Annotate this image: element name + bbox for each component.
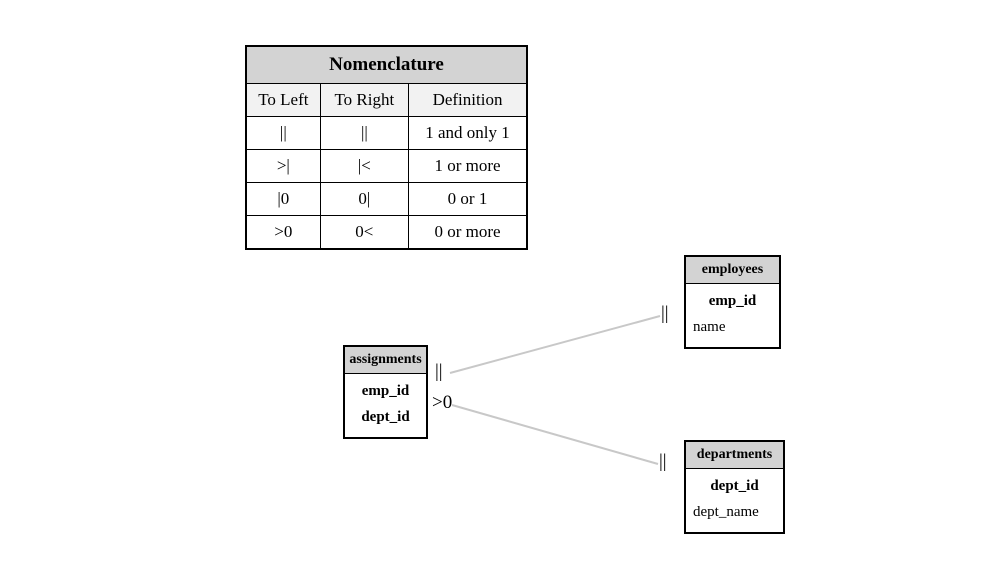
nomenclature-title-row: Nomenclature	[245, 45, 528, 84]
nomenclature-header-row: To Left To Right Definition	[245, 83, 528, 117]
cell-to-right: |<	[319, 149, 410, 183]
column-header-to-left: To Left	[245, 83, 321, 117]
entity-box-departments[interactable]: departments dept_id dept_name	[684, 440, 785, 534]
cell-to-left: >|	[245, 149, 321, 183]
cell-to-left: ||	[245, 116, 321, 150]
attribute-emp-id: emp_id	[708, 293, 757, 309]
attribute-name: name	[693, 319, 726, 335]
cell-definition: 0 or 1	[408, 182, 528, 216]
cardinality-marker-employees-end: ||	[661, 303, 669, 324]
table-row: >0 0< 0 or more	[245, 215, 528, 250]
entity-title-assignments: assignments	[345, 347, 426, 374]
cell-to-right: ||	[319, 116, 410, 150]
entity-attributes-employees: emp_id name	[686, 284, 779, 347]
cell-to-left: |0	[245, 182, 321, 216]
entity-title-employees: employees	[686, 257, 779, 284]
column-header-definition: Definition	[408, 83, 528, 117]
cell-to-right: 0<	[319, 215, 410, 250]
entity-title-departments: departments	[686, 442, 783, 469]
column-header-to-right: To Right	[319, 83, 410, 117]
table-row: |0 0| 0 or 1	[245, 182, 528, 216]
entity-attributes-assignments: emp_id dept_id	[345, 374, 426, 437]
attribute-dept-id: dept_id	[361, 409, 410, 425]
attribute-dept-id: dept_id	[710, 478, 759, 494]
cardinality-marker-departments-end: ||	[659, 451, 667, 472]
cell-to-left: >0	[245, 215, 321, 250]
table-row: >| |< 1 or more	[245, 149, 528, 183]
cell-definition: 1 and only 1	[408, 116, 528, 150]
cell-definition: 1 or more	[408, 149, 528, 183]
entity-attributes-departments: dept_id dept_name	[686, 469, 783, 532]
cardinality-marker-assignments-to-departments: >0	[432, 392, 453, 413]
cell-to-right: 0|	[319, 182, 410, 216]
table-row: || || 1 and only 1	[245, 116, 528, 150]
connector-assignments-employees	[449, 315, 661, 374]
entity-box-assignments[interactable]: assignments emp_id dept_id	[343, 345, 428, 439]
attribute-emp-id: emp_id	[361, 383, 410, 399]
nomenclature-title: Nomenclature	[245, 45, 528, 84]
entity-box-employees[interactable]: employees emp_id name	[684, 255, 781, 349]
cardinality-marker-assignments-to-employees: ||	[435, 361, 443, 382]
cell-definition: 0 or more	[408, 215, 528, 250]
nomenclature-table: Nomenclature To Left To Right Definition…	[245, 45, 528, 250]
attribute-dept-name: dept_name	[693, 504, 759, 520]
connector-assignments-departments	[451, 404, 659, 465]
